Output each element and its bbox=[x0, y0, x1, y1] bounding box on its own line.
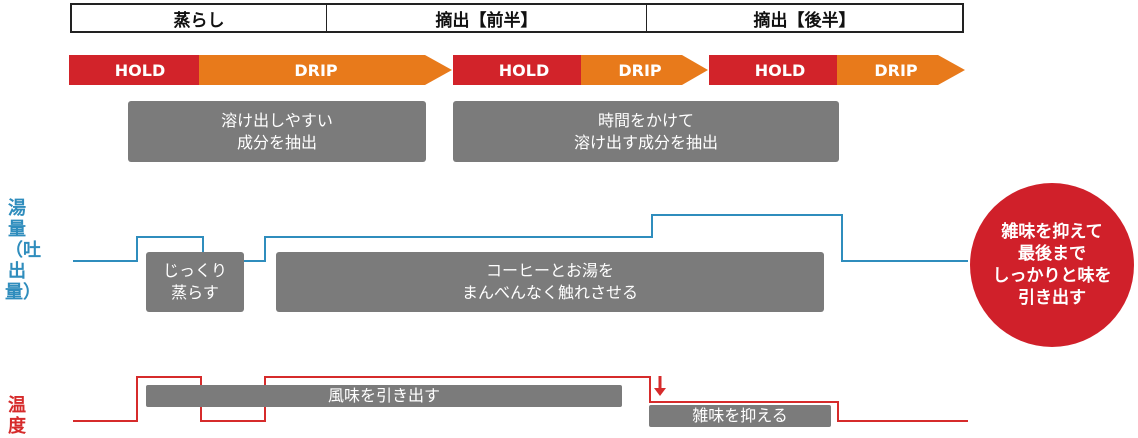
phase-extract-first-half: 摘出【前半】 bbox=[327, 5, 647, 31]
segment-drip-3-label: DRIP bbox=[874, 61, 918, 80]
water-line bbox=[73, 214, 968, 262]
callout-line3: しっかりと味を bbox=[992, 266, 1112, 286]
box-bring-out-flavor-label: 風味を引き出す bbox=[327, 386, 440, 405]
box-even-contact-line2: まんべんなく触れさせる bbox=[461, 283, 638, 302]
segment-hold-3 bbox=[709, 55, 837, 85]
phase-header: 蒸らし 摘出【前半】 摘出【後半】 bbox=[70, 3, 964, 33]
segment-drip-2-label: DRIP bbox=[618, 61, 662, 80]
box-even-contact: コーヒーとお湯を まんべんなく触れさせる bbox=[276, 252, 824, 312]
box-late-extraction: 時間をかけて 溶け出す成分を抽出 bbox=[453, 101, 839, 162]
box-suppress-off-flavor: 雑味を抑える bbox=[649, 405, 831, 427]
box-bring-out-flavor: 風味を引き出す bbox=[146, 385, 622, 407]
box-slow-steam-line1: じっくり bbox=[162, 261, 227, 280]
segment-drip-3 bbox=[837, 55, 965, 85]
box-early-extraction-line2: 成分を抽出 bbox=[236, 132, 317, 152]
segment-hold-3-label: HOLD bbox=[755, 61, 805, 80]
segment-drip-1-label: DRIP bbox=[294, 61, 338, 80]
box-suppress-off-flavor-label: 雑味を抑える bbox=[692, 406, 788, 425]
segment-hold-2-label: HOLD bbox=[499, 61, 549, 80]
segment-hold-2 bbox=[453, 55, 581, 85]
callout-line2: 最後まで bbox=[1018, 244, 1086, 264]
box-late-extraction-line1: 時間をかけて bbox=[597, 110, 694, 130]
temp-axis-label: 温度 bbox=[8, 395, 26, 437]
box-slow-steam-line2: 蒸らす bbox=[171, 283, 219, 302]
segment-hold-1-label: HOLD bbox=[115, 61, 165, 80]
box-even-contact-line1: コーヒーとお湯を bbox=[485, 261, 614, 280]
callout-line1: 雑味を抑えて bbox=[1001, 222, 1103, 242]
phase-extract-second-half: 摘出【後半】 bbox=[753, 10, 856, 31]
box-late-extraction-line2: 溶け出す成分を抽出 bbox=[573, 132, 718, 152]
down-arrow-head-icon bbox=[654, 388, 666, 396]
segment-drip-2 bbox=[581, 55, 708, 85]
segment-drip-1 bbox=[199, 55, 452, 85]
callout-line4: 引き出す bbox=[1018, 288, 1086, 308]
red-callout-circle: 雑味を抑えて 最後まで しっかりと味を 引き出す bbox=[970, 183, 1134, 347]
box-early-extraction-line1: 溶け出しやすい bbox=[221, 110, 333, 130]
box-slow-steam: じっくり 蒸らす bbox=[146, 252, 244, 312]
phase-steam: 蒸らし bbox=[72, 5, 327, 31]
segment-hold-1 bbox=[69, 55, 199, 85]
box-early-extraction: 溶け出しやすい 成分を抽出 bbox=[128, 101, 426, 162]
